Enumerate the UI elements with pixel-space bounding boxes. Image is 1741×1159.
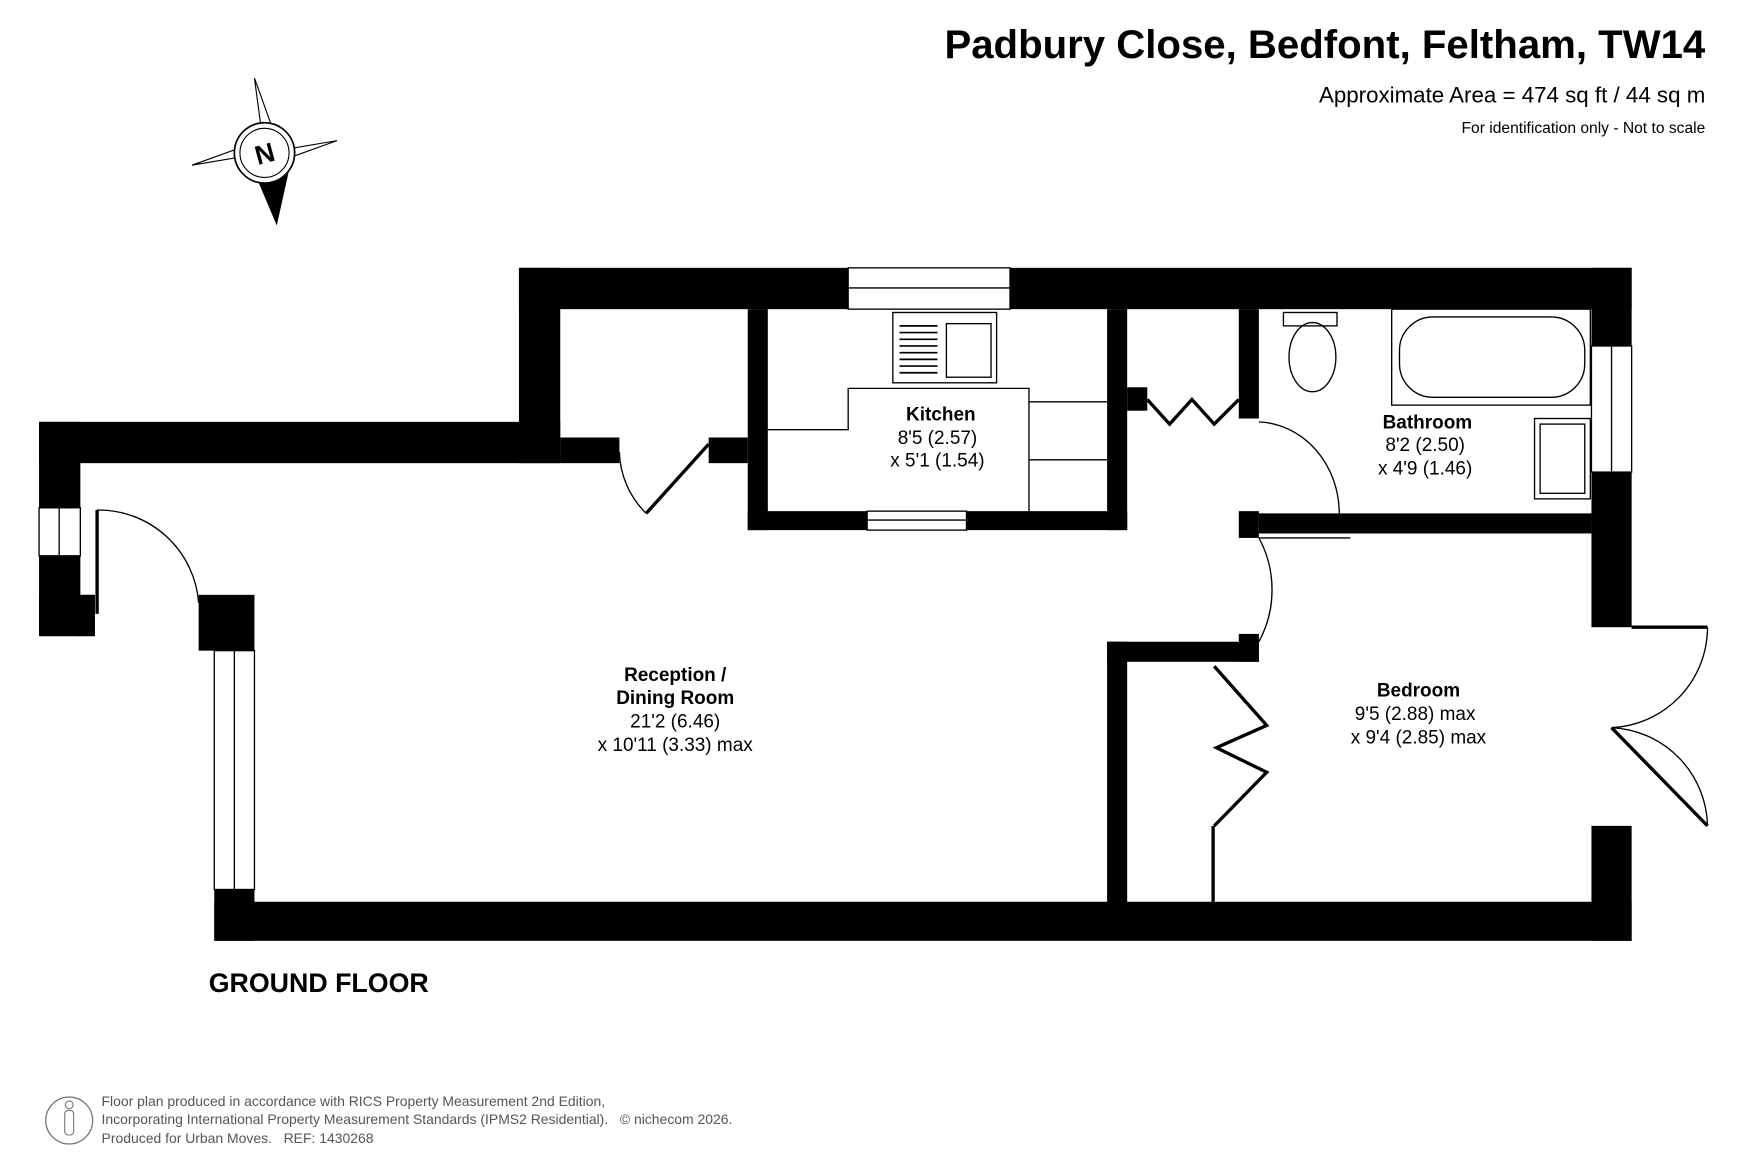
room-name: Dining Room	[616, 688, 734, 709]
room-dimension: x 9'4 (2.85) max	[1351, 727, 1487, 748]
room-dimension: 8'5 (2.57)	[898, 428, 978, 449]
floor-label: GROUND FLOOR	[209, 968, 429, 998]
person-icon	[45, 1096, 94, 1145]
room-dimension: 9'5 (2.88) max	[1355, 704, 1476, 725]
room-dimension: x 4'9 (1.46)	[1378, 458, 1472, 479]
footer-line-2: Incorporating International Property Mea…	[102, 1111, 733, 1127]
walls	[39, 267, 1632, 941]
windows	[38, 267, 1633, 891]
room-kitchen: Kitchen 8'5 (2.57) x 5'1 (1.54)	[890, 405, 984, 472]
room-dimension: x 10'11 (3.33) max	[598, 735, 754, 756]
room-bedroom: Bedroom 9'5 (2.88) max x 9'4 (2.85) max	[1351, 680, 1487, 748]
room-dimension: 21'2 (6.46)	[630, 712, 720, 733]
room-reception: Reception / Dining Room 21'2 (6.46) x 10…	[598, 665, 754, 756]
room-dimension: x 5'1 (1.54)	[890, 451, 984, 472]
room-name: Bathroom	[1383, 413, 1473, 434]
room-name: Bedroom	[1377, 680, 1460, 701]
page-title: Padbury Close, Bedfont, Feltham, TW14	[944, 22, 1705, 67]
room-bathroom: Bathroom 8'2 (2.50) x 4'9 (1.46)	[1378, 413, 1472, 480]
footer-line-1: Floor plan produced in accordance with R…	[102, 1093, 606, 1109]
area-text: Approximate Area = 474 sq ft / 44 sq m	[1319, 83, 1705, 108]
bathroom-fixtures	[1282, 308, 1592, 500]
north-arrow-icon: N	[191, 77, 338, 226]
doors	[95, 397, 1709, 902]
room-dimension: 8'2 (2.50)	[1385, 435, 1465, 456]
kitchen-fixtures	[767, 311, 1108, 512]
footer-line-3: Produced for Urban Moves. REF: 1430268	[102, 1130, 374, 1146]
room-name: Kitchen	[906, 405, 976, 426]
scale-note: For identification only - Not to scale	[1461, 120, 1705, 137]
room-name: Reception /	[624, 665, 727, 686]
